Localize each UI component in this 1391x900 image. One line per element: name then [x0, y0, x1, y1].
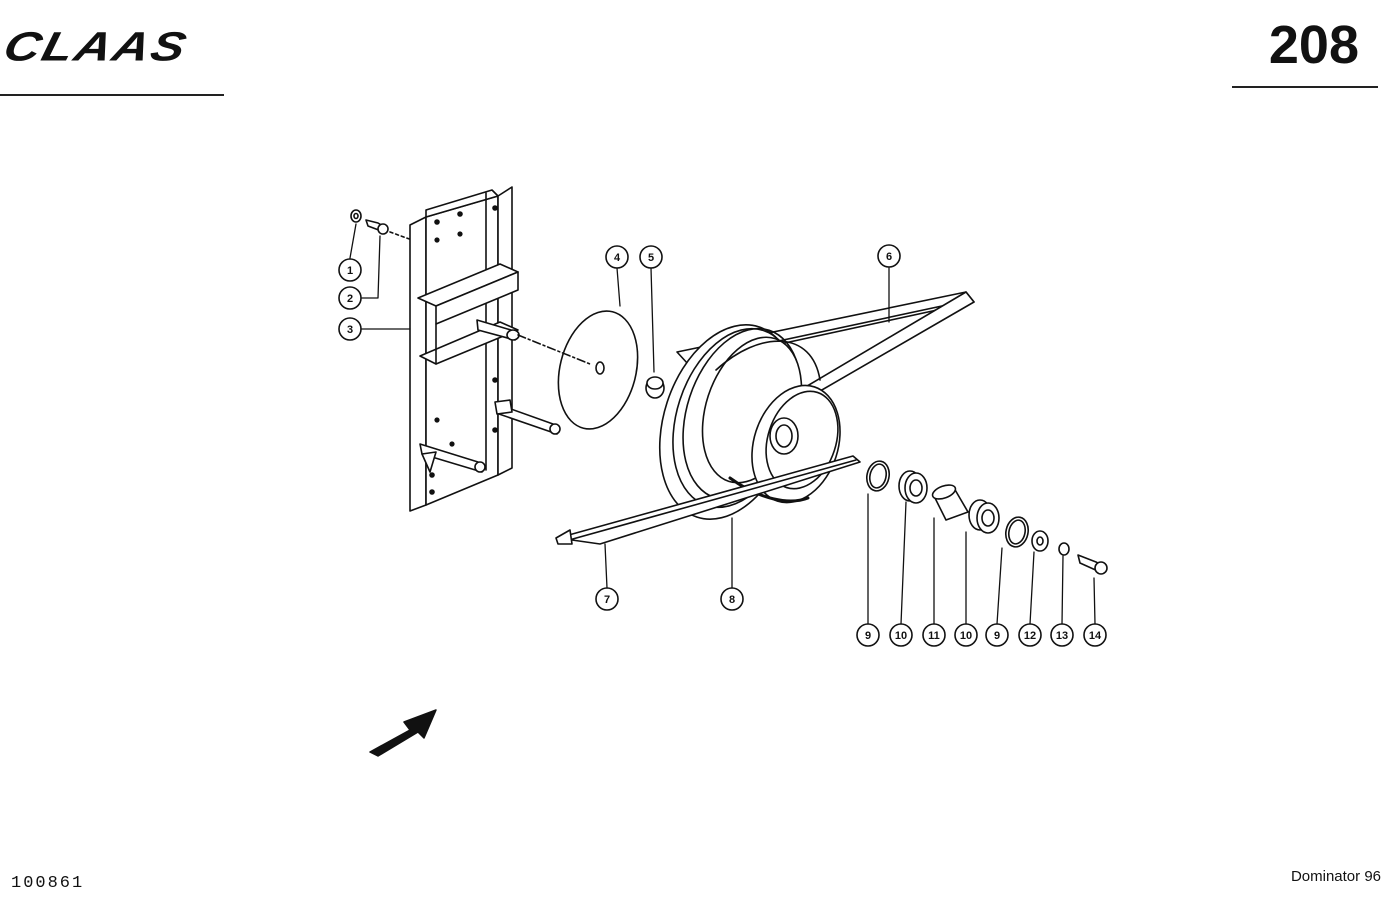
svg-text:12: 12 [1024, 630, 1036, 642]
callout-12: 12 [1018, 623, 1042, 647]
bearing-part-10b [968, 499, 1000, 534]
callout-7: 7 [595, 587, 619, 611]
circlip-part-9 [865, 460, 891, 492]
svg-text:10: 10 [895, 630, 907, 642]
svg-text:13: 13 [1056, 630, 1068, 642]
svg-text:8: 8 [729, 594, 735, 606]
callout-9a: 9 [856, 623, 880, 647]
svg-text:3: 3 [347, 324, 353, 336]
svg-text:9: 9 [865, 630, 871, 642]
bolt-part-2 [365, 219, 389, 235]
callout-2: 2 [338, 286, 362, 310]
svg-text:14: 14 [1089, 630, 1102, 642]
leader-lines [349, 223, 1096, 625]
callout-6: 6 [877, 244, 901, 268]
svg-text:7: 7 [604, 594, 610, 606]
callout-5: 5 [639, 245, 663, 269]
direction-arrow [369, 709, 437, 757]
header-rule-left [0, 94, 224, 96]
callout-9b: 9 [985, 623, 1009, 647]
callout-10a: 10 [889, 623, 913, 647]
mounting-bracket [409, 186, 561, 512]
svg-text:4: 4 [614, 252, 621, 264]
callout-4: 4 [605, 245, 629, 269]
callout-1: 1 [338, 258, 362, 282]
circlip-part-9b [1004, 516, 1030, 548]
callout-8: 8 [720, 587, 744, 611]
page-number: 208 [1268, 15, 1359, 75]
spacer-sleeve-part-11 [931, 484, 969, 521]
svg-text:5: 5 [648, 252, 654, 264]
bearing-part-10 [898, 470, 928, 504]
svg-text:2: 2 [347, 293, 353, 305]
machine-model: Dominator 96 [1290, 868, 1381, 885]
header-rule-right [1232, 86, 1378, 88]
callout-11: 11 [922, 623, 946, 647]
callout-3: 3 [338, 317, 362, 341]
v-belt-part-7 [555, 455, 861, 545]
svg-text:10: 10 [960, 630, 972, 642]
svg-text:9: 9 [994, 630, 1000, 642]
pulley-part-8 [658, 324, 841, 520]
bush-part-5 [645, 376, 665, 399]
bolt-part-14 [1077, 554, 1108, 575]
svg-text:11: 11 [928, 630, 940, 642]
drawing-number: 100861 [11, 874, 85, 893]
svg-text:6: 6 [886, 251, 892, 263]
callout-14: 14 [1083, 623, 1107, 647]
callout-13: 13 [1050, 623, 1074, 647]
callout-10b: 10 [954, 623, 978, 647]
washer-part-1 [350, 209, 362, 223]
lock-washer-part-13 [1058, 542, 1070, 556]
washer-part-12 [1031, 530, 1049, 552]
svg-text:1: 1 [347, 265, 353, 277]
